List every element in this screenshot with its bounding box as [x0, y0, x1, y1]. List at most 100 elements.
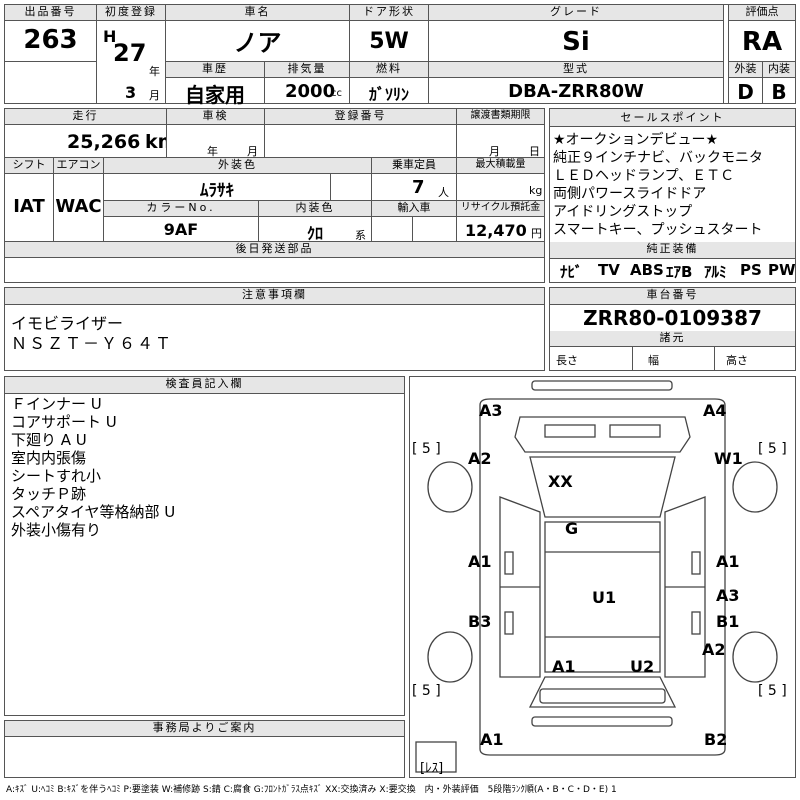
color-cell: 外装色 ﾑﾗｻｷ [103, 157, 372, 202]
transfer-month-unit: 月 [489, 145, 500, 158]
damage-mark: W1 [714, 449, 743, 468]
later-parts-label: 後日発送部品 [5, 242, 544, 258]
legend-footer: A:ｷｽﾞ U:ﾍｺﾐ B:ｷｽﾞを伴うﾍｺﾐ P:要塗装 W:補修跡 S:錆 … [6, 785, 617, 795]
import-label: 輸入車 [372, 201, 456, 217]
inspector-line: 下廻り A U [11, 431, 87, 449]
damage-mark: XX [548, 472, 573, 491]
lot-number: 263 [23, 25, 78, 55]
damage-mark: A1 [480, 730, 504, 749]
lot-cell: 出品番号 263 [4, 4, 97, 62]
later-parts-cell: 後日発送部品 [4, 241, 545, 283]
load-unit: kg [529, 184, 543, 197]
shift-value: IAT [13, 196, 45, 217]
recycle-value: 12,470 [465, 221, 527, 240]
equipment-abs: ABS [630, 261, 664, 279]
interior-label: 内装 [763, 62, 795, 78]
fuel-value: ｶﾞｿﾘﾝ [368, 85, 409, 104]
damage-mark: U1 [592, 588, 617, 607]
equipment-airbag: ｴｱB [666, 263, 693, 281]
intcolor-cell: 内装色 ｸﾛ 系 [258, 200, 372, 243]
lot-empty-cell [4, 61, 97, 104]
mileage-cell: 走行 25,266 km [4, 108, 177, 158]
color-label: 外装色 [104, 158, 371, 174]
spec-width-label: 幅 [648, 354, 659, 367]
inspector-panel: 検査員記入欄 Ｆインナー U コアサポート U 下廻り A U 室内内張傷 シー… [4, 376, 405, 716]
office-panel: 事務局よりご案内 [4, 720, 405, 778]
sales-points-panel: セールスポイント ★オークションデビュー★ 純正９インチナビ、バックモニタ ＬＥ… [549, 108, 796, 283]
doors-label: ドア形状 [350, 5, 428, 21]
shift-cell: シフト IAT [4, 157, 54, 242]
inspector-line: 外装小傷有り [11, 521, 102, 539]
inspection-month-unit: 月 [247, 145, 258, 158]
lot-label: 出品番号 [5, 5, 96, 21]
grade-label: グレード [429, 5, 723, 21]
displacement-label: 排気量 [265, 62, 349, 78]
sales-points-header: セールスポイント [550, 109, 795, 127]
color-value: ﾑﾗｻｷ [200, 181, 234, 201]
mileage-label: 走行 [5, 109, 166, 125]
damage-mark: G [565, 519, 579, 538]
ac-label: エアコン [54, 158, 103, 174]
tire-front-right: [ 5 ] [758, 441, 787, 457]
sales-point-line: アイドリングストップ [553, 204, 693, 220]
colorno-value: 9AF [163, 220, 199, 239]
displacement-cell: 排気量 2000 cc [264, 61, 350, 104]
exterior-cell: 外装 D [728, 61, 763, 104]
grade-cell: グレード Si [428, 4, 724, 62]
equipment-navi: ﾅﾋﾞ [560, 263, 583, 281]
equipment-pw: PW [768, 261, 796, 279]
equipment-alloy: ｱﾙﾐ [704, 263, 727, 281]
sales-point-line: スマートキー、プッシュスタート [553, 222, 763, 238]
recycle-label: リサイクル預託金 [457, 201, 544, 217]
mileage-value: 25,266 [67, 131, 141, 153]
caution-line: ＮＳＺＴ－Ｙ６４Ｔ [11, 334, 174, 353]
fuel-label: 燃料 [350, 62, 428, 78]
model-label: 車名 [166, 5, 349, 21]
year-unit: 年 [149, 65, 160, 78]
colorno-label: カラーNo. [104, 201, 258, 217]
tire-rear-left: [ 5 ] [412, 683, 441, 699]
capacity-unit: 人 [438, 186, 449, 199]
month-unit: 月 [149, 89, 160, 102]
doors-value: 5W [369, 29, 409, 54]
inspector-line: Ｆインナー U [11, 395, 102, 413]
capacity-cell: 乗車定員 7 人 [371, 157, 457, 201]
equipment-tv: TV [598, 261, 620, 279]
chassis-header: 車台番号 [550, 288, 795, 305]
displacement-unit: cc [331, 88, 342, 99]
transfer-cell: 譲渡書類期限 月 日 [456, 108, 545, 158]
car-diagram-panel: [ 5 ] [ 5 ] [ 5 ] [ 5 ] [ﾚｽ] A3 A4 A2 W1… [409, 376, 796, 778]
exterior-value: D [737, 80, 754, 104]
shift-label: シフト [5, 158, 53, 174]
fuel-cell: 燃料 ｶﾞｿﾘﾝ [349, 61, 429, 104]
score-label: 評価点 [729, 5, 795, 21]
interior-cell: 内装 B [762, 61, 796, 104]
damage-mark: B2 [704, 730, 728, 749]
inspection-year-unit: 年 [207, 145, 218, 158]
intcolor-label: 内装色 [259, 201, 371, 217]
capacity-value: 7 [412, 177, 425, 198]
tire-rear-right: [ 5 ] [758, 683, 787, 699]
type-label: 型式 [429, 62, 723, 78]
inspector-line: シートすれ小 [11, 467, 102, 485]
colorno-cell: カラーNo. 9AF [103, 200, 259, 242]
intcolor-unit: 系 [355, 229, 366, 242]
tire-front-left: [ 5 ] [412, 441, 441, 457]
spec-length-label: 長さ [556, 354, 578, 367]
equipment-header: 純正装備 [550, 242, 795, 259]
office-header: 事務局よりご案内 [5, 721, 404, 737]
model-cell: 車名 ノア [165, 4, 350, 62]
history-cell: 車歴 自家用 [165, 61, 265, 107]
history-label: 車歴 [166, 62, 264, 78]
history-value: 自家用 [185, 83, 245, 107]
spec-header: 諸元 [550, 331, 795, 347]
inspection-cell: 車検 年 月 [166, 108, 265, 158]
type-value: DBA-ZRR80W [508, 81, 644, 102]
ac-cell: エアコン WAC [53, 157, 104, 242]
sales-point-line: 両側パワースライドドア [553, 186, 707, 202]
caution-header: 注意事項欄 [5, 288, 544, 305]
doors-cell: ドア形状 5W [349, 4, 429, 62]
transfer-day-unit: 日 [529, 145, 540, 158]
displacement-value: 2000 [285, 81, 336, 102]
inspection-label: 車検 [167, 109, 264, 125]
